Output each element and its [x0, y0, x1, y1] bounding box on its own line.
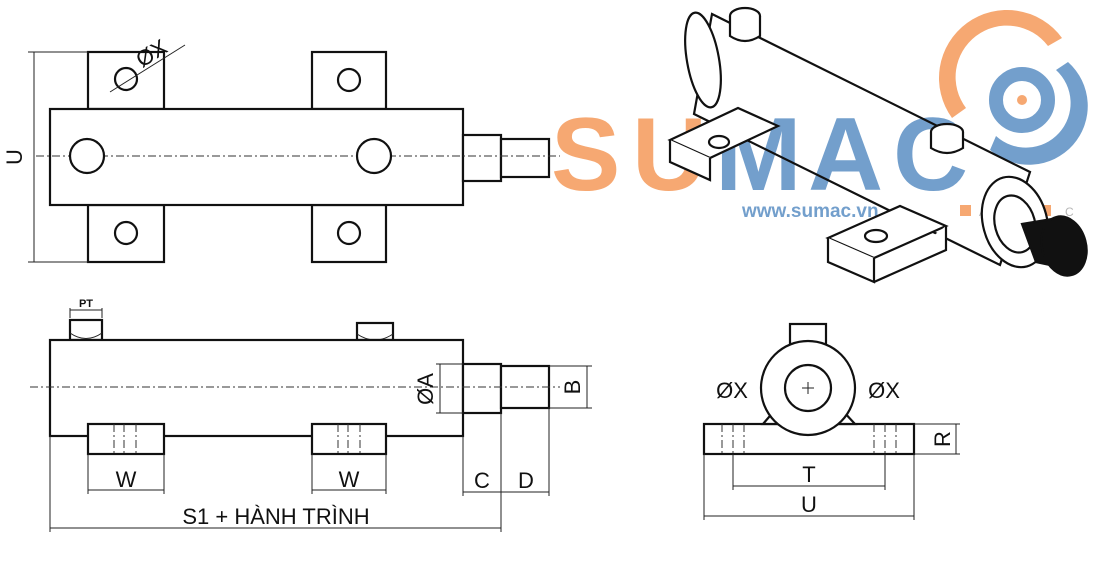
port-left-curve [69, 332, 103, 339]
abc-label-c: C [1065, 205, 1074, 219]
dia-x-leader [109, 44, 186, 93]
iso-top-port-body [728, 16, 762, 43]
abc-square-a [960, 205, 971, 216]
iso-gland [993, 194, 1037, 254]
isometric-view [667, 6, 1088, 284]
b-label: B [560, 380, 585, 395]
top-u-label: U [2, 149, 27, 165]
iso-rod-end [1040, 215, 1088, 277]
logo-dot [1017, 95, 1027, 105]
end-dia-x-left: ØX [716, 378, 748, 403]
iso-foot-left-side [668, 140, 712, 182]
c-label: C [474, 468, 490, 493]
iso-foot-hole [707, 134, 731, 150]
port-hole-icon [68, 137, 106, 175]
side-rod-gland [461, 362, 503, 415]
iso-rear-cap [684, 11, 722, 109]
iso-foot-left-top [667, 106, 781, 160]
d-label: D [518, 468, 534, 493]
top-view: ØX U [2, 34, 560, 264]
iso-foot-hole [863, 228, 889, 244]
iso-foot-right-side [826, 238, 876, 284]
side-foot-right [310, 422, 388, 456]
ear-hole-icon [113, 220, 139, 246]
end-u-label: U [801, 492, 817, 517]
iso-mid-port-body [929, 132, 965, 155]
logo-letter-s: S [551, 97, 620, 213]
ear-hole-icon [113, 66, 139, 92]
iso-foot-right-front [873, 226, 948, 284]
logo-inner-ring [989, 67, 1055, 133]
pt-label: PT [79, 298, 93, 310]
side-foot-left [86, 422, 166, 456]
side-view: PT ØA B W W C D S1 + HÀNH TRÌNH [30, 298, 592, 532]
top-rod [499, 137, 551, 179]
ear-hole-icon [336, 67, 362, 93]
t-label: T [802, 462, 815, 487]
end-dia-x-right: ØX [868, 378, 900, 403]
s1-label: S1 + HÀNH TRÌNH [182, 504, 369, 529]
side-rod [499, 364, 551, 410]
ear-hole-icon [336, 220, 362, 246]
logo-letter-a: A [808, 97, 883, 213]
logo-ring-orange [938, 9, 1062, 118]
end-view: ØX ØX T U R [702, 322, 960, 520]
port-hole-icon [355, 137, 393, 175]
top-body [48, 107, 465, 207]
top-rod-gland [461, 133, 503, 183]
w-label-left: W [116, 467, 137, 492]
side-body [48, 338, 465, 438]
r-label: R [930, 431, 955, 447]
logo-url: www.sumac.vn [741, 201, 879, 222]
dia-a-label: ØA [413, 373, 438, 405]
w-label-right: W [339, 467, 360, 492]
port-left [68, 318, 104, 342]
logo-ring-blue [990, 62, 1088, 165]
logo-letter-c: C [893, 97, 968, 213]
